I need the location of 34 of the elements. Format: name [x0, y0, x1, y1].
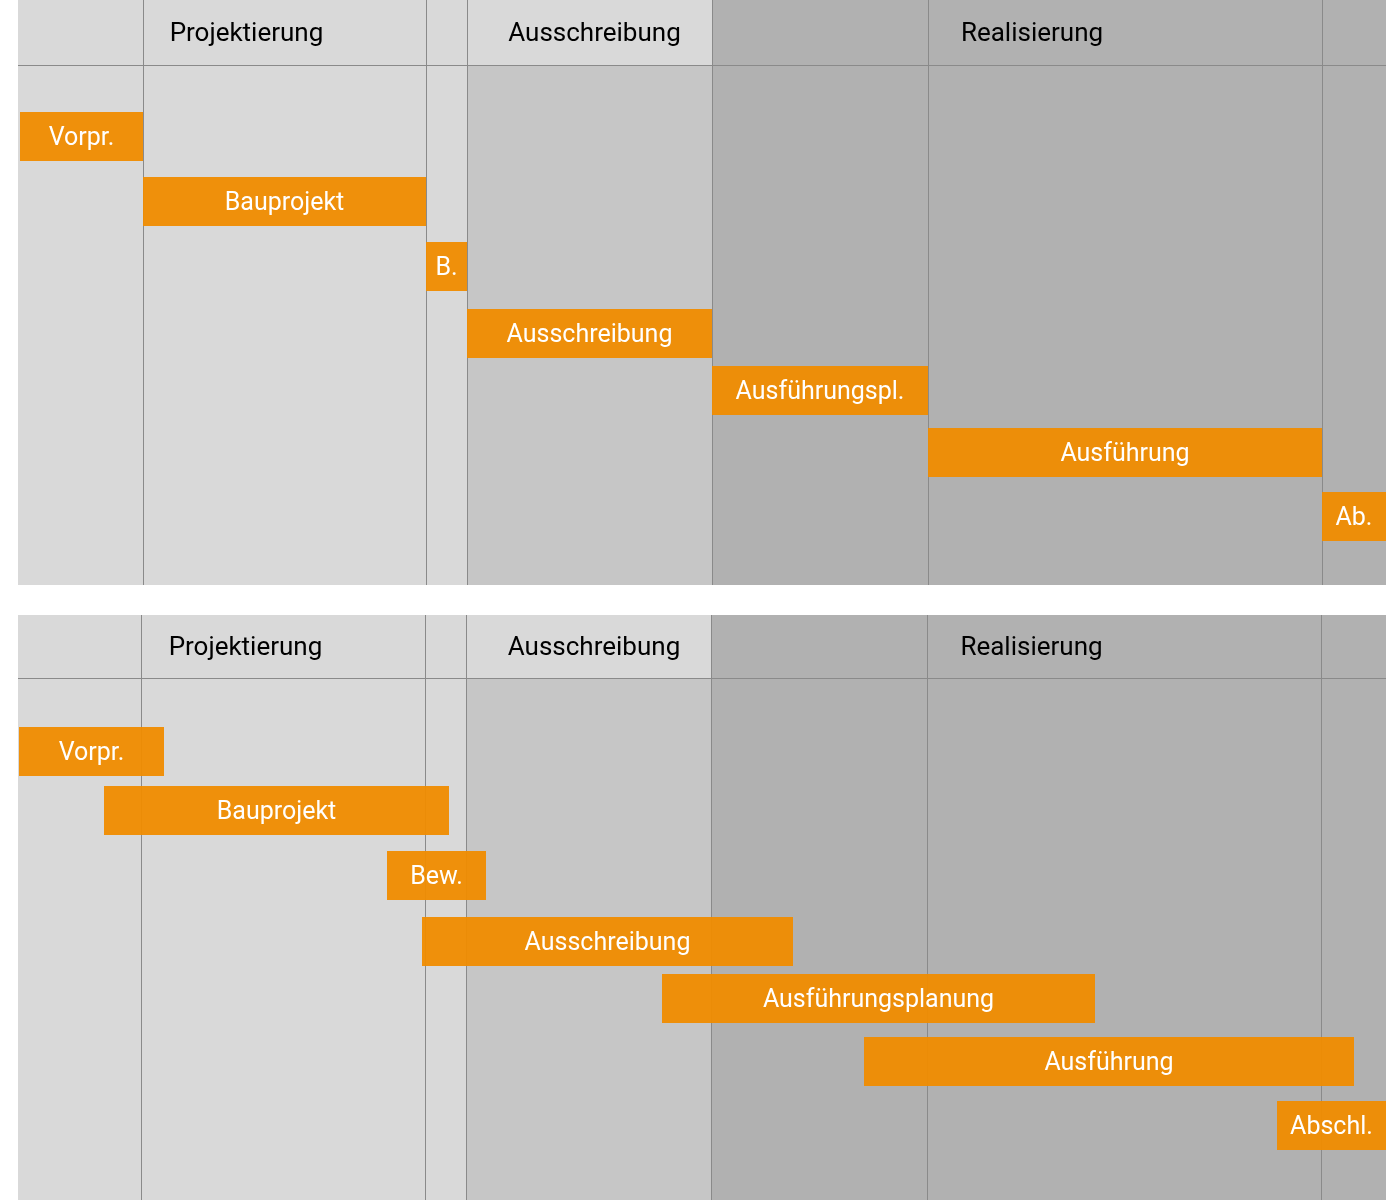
- task-label: Ausführung: [1060, 436, 1190, 469]
- task-label: Ausschreibung: [524, 925, 691, 958]
- phase-heading: Realisierung: [960, 630, 1103, 663]
- task-bar: [422, 917, 793, 966]
- task-label: Bauprojekt: [216, 794, 337, 827]
- task-label: Ausführungspl.: [735, 374, 905, 407]
- task-label: Bauprojekt: [224, 185, 345, 218]
- task-bar: [104, 786, 449, 835]
- task-label: Ab.: [1335, 500, 1373, 533]
- task-bar: [426, 242, 467, 291]
- task-label: Ausschreibung: [506, 317, 673, 350]
- task-bar: [864, 1037, 1354, 1086]
- task-bar: [467, 309, 712, 358]
- phase-heading: Ausschreibung: [507, 630, 681, 663]
- task-bar: [19, 727, 164, 776]
- task-bar: [1277, 1101, 1386, 1150]
- task-bar: [712, 366, 928, 415]
- task-label: Ausführung: [1044, 1045, 1174, 1078]
- phase-heading: Ausschreibung: [508, 16, 681, 49]
- task-label: Vorpr.: [48, 120, 115, 153]
- task-label: Bew.: [410, 859, 463, 892]
- task-bar: [20, 112, 143, 161]
- phase-heading: Projektierung: [169, 16, 324, 49]
- task-bar: [662, 974, 1095, 1023]
- task-label: B.: [435, 250, 458, 283]
- task-bar: [143, 177, 426, 226]
- task-bar: [928, 428, 1322, 477]
- task-bar: [1322, 492, 1386, 541]
- phase-heading: Projektierung: [168, 630, 323, 663]
- task-bar: [387, 851, 486, 900]
- task-label: Abschl.: [1290, 1109, 1373, 1142]
- phase-heading: Realisierung: [960, 16, 1104, 49]
- task-label: Vorpr.: [58, 735, 125, 768]
- task-label: Ausführungsplanung: [762, 982, 995, 1015]
